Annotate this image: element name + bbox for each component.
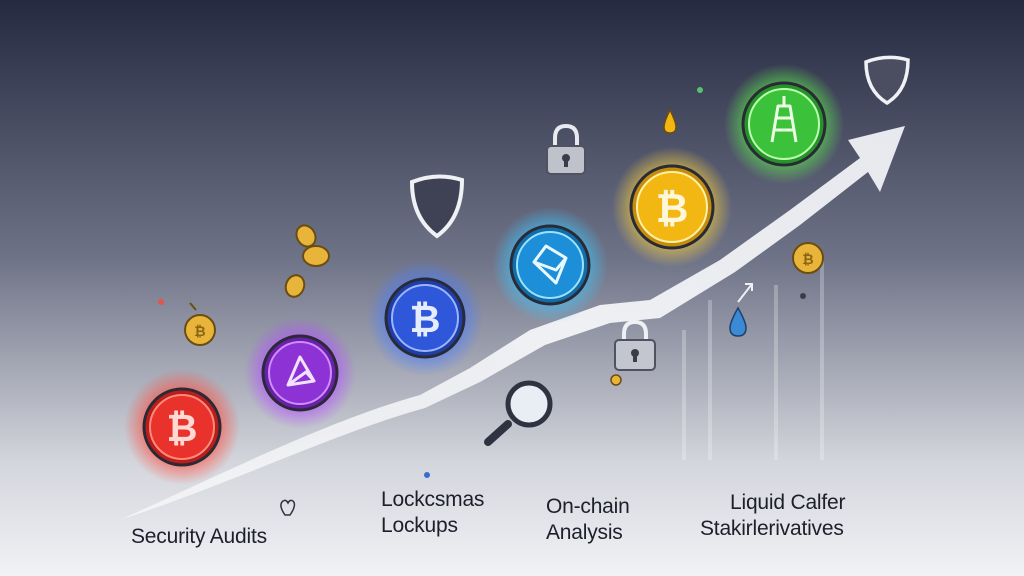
droplet-icon <box>729 306 747 337</box>
sparkle-dot <box>424 472 430 478</box>
gold-coin-icon <box>610 374 622 386</box>
label-onchain-analysis: On-chain Analysis <box>546 494 630 546</box>
svg-text:₿: ₿ <box>802 252 813 268</box>
label-lockups-line2: Lockups <box>381 514 458 537</box>
bitcoin-icon: ₿ <box>656 186 689 232</box>
label-lockups-line1: Lockcsmas <box>381 488 485 511</box>
purple-ethereum-coin <box>244 317 356 429</box>
yellow-bitcoin-coin: ₿ <box>612 147 732 267</box>
gold-coin-icon <box>284 274 306 298</box>
ethereum-icon <box>532 244 568 285</box>
svg-text:₿: ₿ <box>656 186 689 232</box>
gold-coin-icon: ₿ <box>184 302 216 346</box>
svg-text:₿: ₿ <box>167 406 198 450</box>
label-liquid-line2: Stakirlerivatives <box>700 517 844 540</box>
gold-coin-icon: ₿ <box>792 242 824 274</box>
tower-icon <box>770 96 798 143</box>
label-lockups: Lockcsmas Lockups <box>381 487 484 539</box>
blue-bitcoin-coin: ₿ <box>367 260 483 376</box>
cyan-token-coin <box>492 207 608 323</box>
background-bars <box>682 260 824 460</box>
arrow-icon <box>737 283 753 303</box>
red-bitcoin-coin: ₿ <box>124 369 240 485</box>
label-liquid-staking: Liquid Calfer Stakirlerivatives <box>700 490 846 542</box>
droplet-icon <box>663 108 677 134</box>
label-onchain-line1: On-chain <box>546 495 630 518</box>
magnifying-glass-icon <box>484 380 553 446</box>
heart-icon <box>280 499 296 516</box>
sparkle-dot <box>158 299 164 305</box>
label-onchain-line2: Analysis <box>546 521 623 544</box>
gold-coin-icon <box>295 224 317 248</box>
ethereum-icon <box>286 355 316 387</box>
sparkle-dot <box>697 87 703 93</box>
bitcoin-icon: ₿ <box>167 406 198 450</box>
padlock-icon <box>614 319 656 371</box>
label-liquid-line1: Liquid Calfer <box>730 491 846 514</box>
green-token-coin <box>724 64 844 184</box>
bitcoin-icon: ₿ <box>410 297 441 341</box>
sparkle-dot <box>800 293 806 299</box>
padlock-icon <box>546 123 586 175</box>
shield-icon <box>864 55 910 106</box>
gold-coin-icon <box>302 245 330 267</box>
shield-icon <box>409 174 465 239</box>
label-security-audits: Security Audits <box>131 525 267 548</box>
svg-text:₿: ₿ <box>410 297 441 341</box>
svg-text:₿: ₿ <box>194 324 205 340</box>
